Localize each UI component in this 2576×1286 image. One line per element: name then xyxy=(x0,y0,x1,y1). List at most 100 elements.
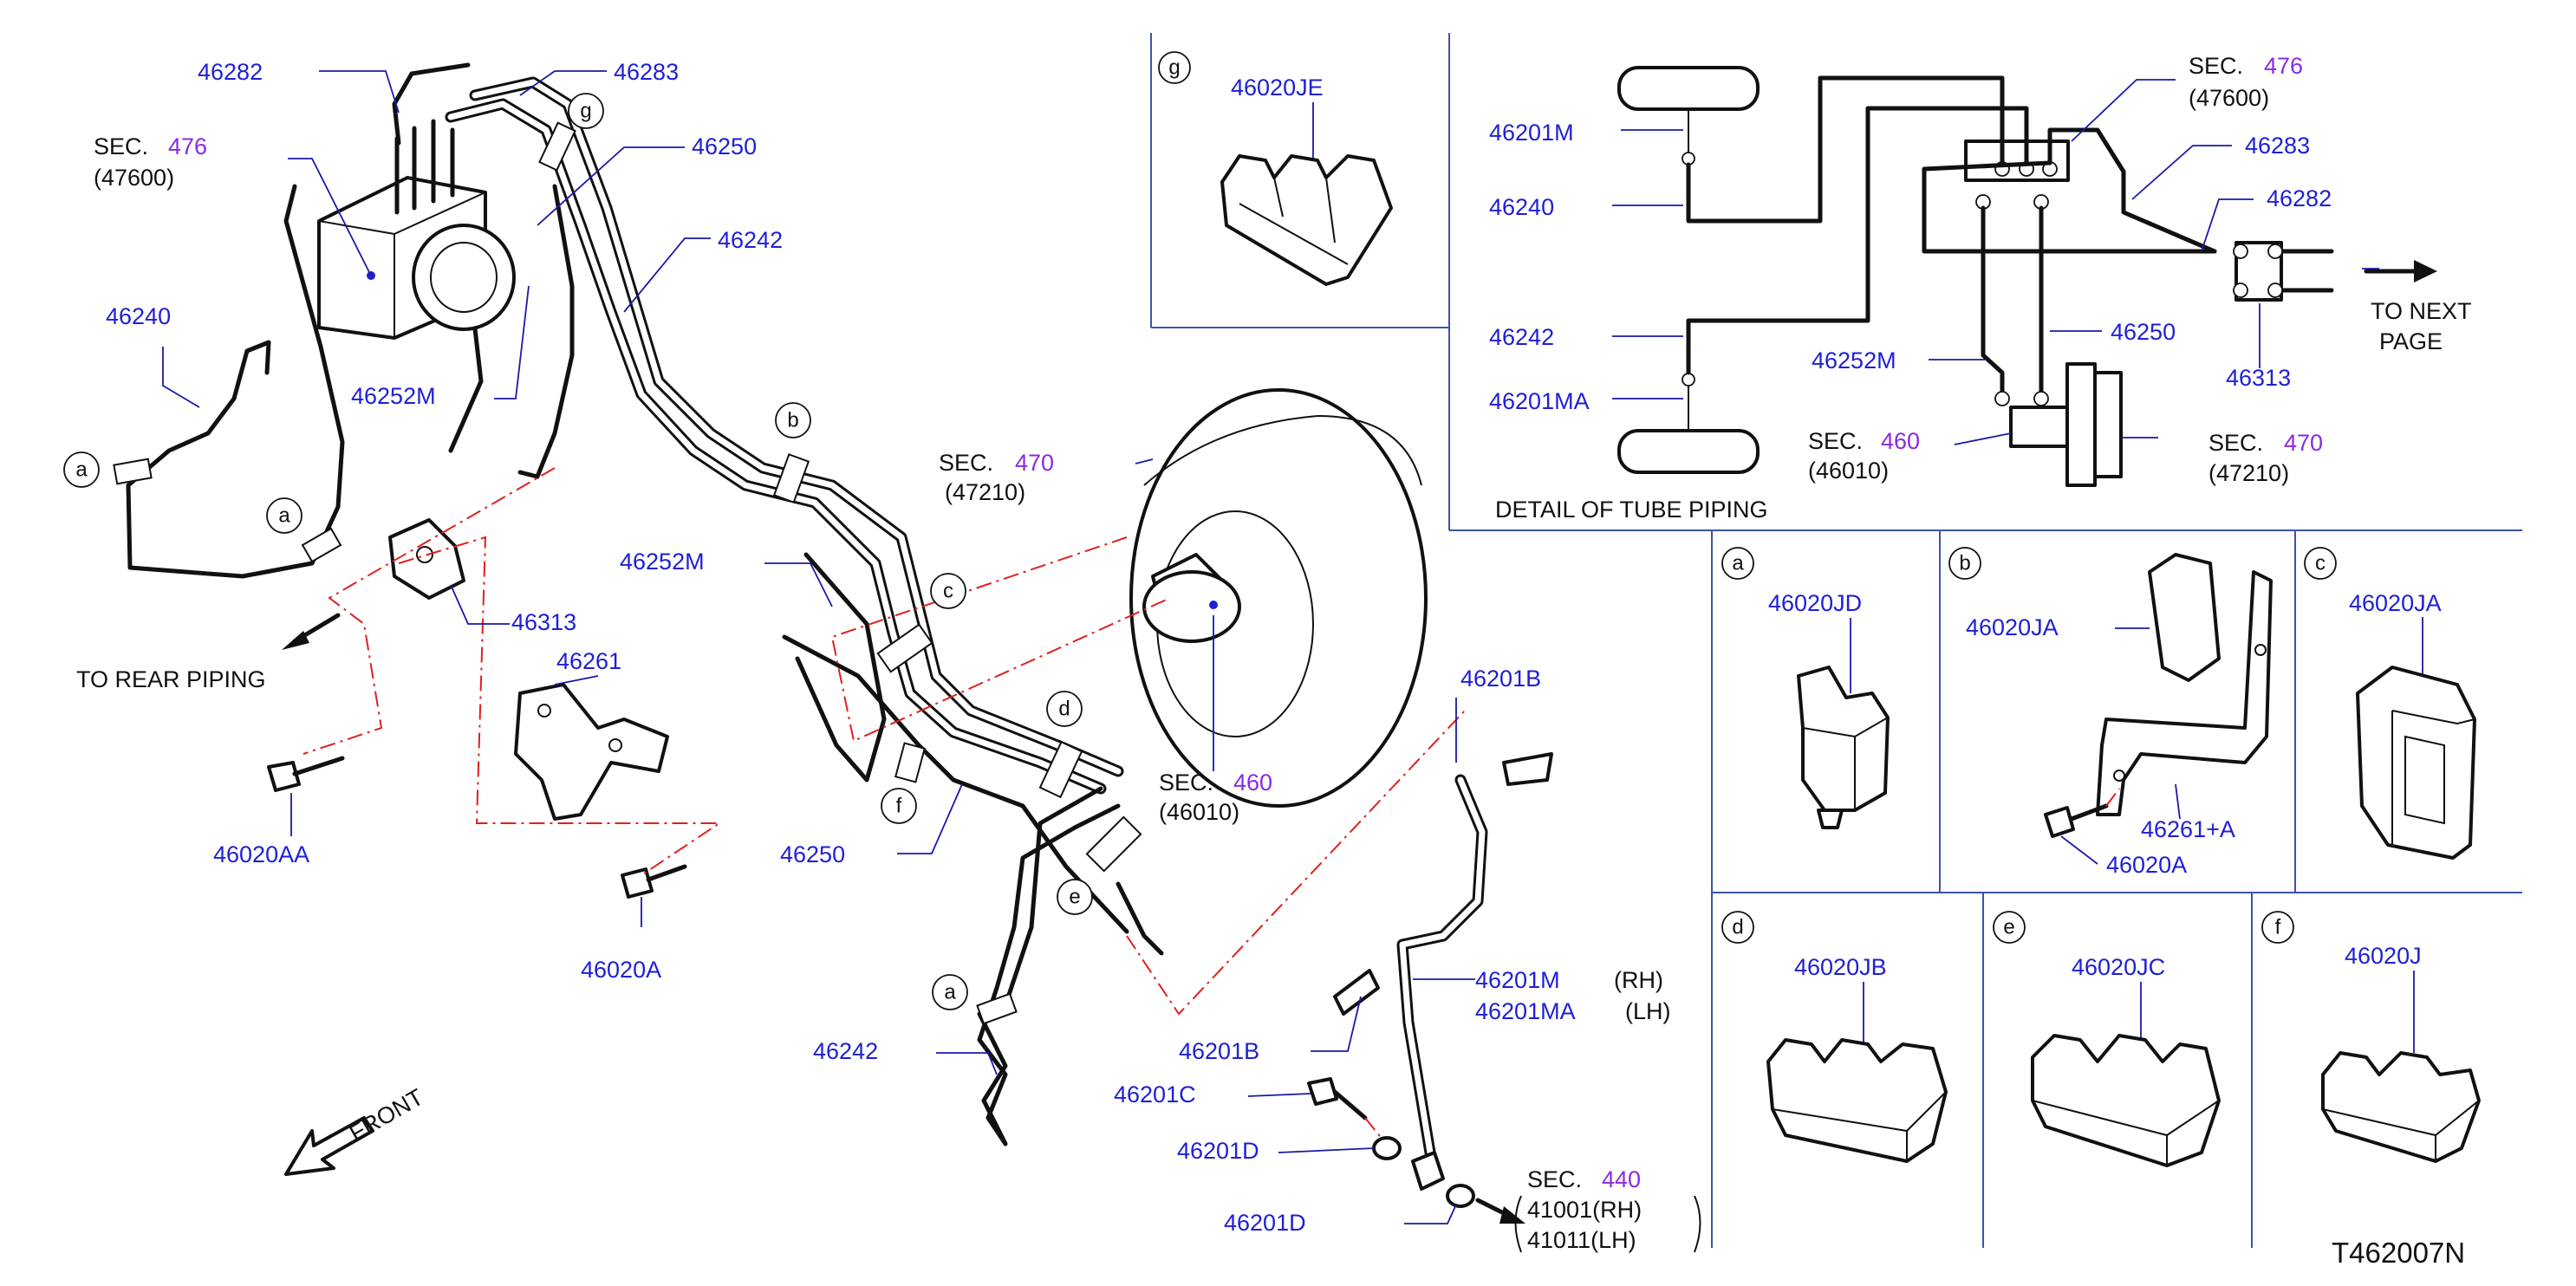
inset-c-bubble xyxy=(2304,547,2337,580)
inset-a-part: 46020JD xyxy=(1768,590,1862,616)
label-46283: 46283 xyxy=(614,59,679,85)
sec476-main-label: SEC. xyxy=(94,133,148,159)
inset-e: e 46020JC xyxy=(1993,911,2221,1167)
inset-b-bubble xyxy=(1948,547,1981,580)
diagram-code: T462007N xyxy=(2332,1237,2465,1269)
joint-46313 xyxy=(388,518,465,600)
inset-b-letter: b xyxy=(1959,552,1970,575)
inset-d: d 46020JB xyxy=(1721,911,1948,1163)
label-46242-top: 46242 xyxy=(718,227,783,253)
inset-f-part: 46020J xyxy=(2345,943,2422,969)
label-lh: (LH) xyxy=(1625,998,1671,1024)
label-46020a: 46020A xyxy=(581,957,661,983)
tube-clips xyxy=(113,121,1142,1025)
sec440-arrow xyxy=(1475,1198,1525,1224)
callout-a-bottom-text: a xyxy=(944,981,956,1004)
detail-46242: 46242 xyxy=(1489,324,1554,350)
front-label: FRONT xyxy=(345,1084,428,1146)
inset-d-letter: d xyxy=(1732,916,1743,939)
inset-a: a 46020JD xyxy=(1721,547,1890,829)
detail-sec470-sub: (47210) xyxy=(2208,460,2289,486)
inset-a-letter: a xyxy=(1732,552,1744,575)
callout-e xyxy=(1057,879,1093,915)
detail-46250: 46250 xyxy=(2111,319,2176,345)
bolt-46020A xyxy=(621,864,687,899)
callout-d xyxy=(1046,691,1083,727)
inset-e-part: 46020JC xyxy=(2072,954,2165,980)
detail-46240: 46240 xyxy=(1489,194,1554,220)
callout-c xyxy=(930,573,966,609)
to-rear-piping: TO REAR PIPING xyxy=(76,666,266,692)
inset-g-letter: g xyxy=(1168,56,1180,80)
inset-c-letter: c xyxy=(2315,552,2326,575)
section-refs: SEC. 476 (47600) SEC. 470 (47210) SEC. 4… xyxy=(94,133,1701,1253)
detail-caption: DETAIL OF TUBE PIPING xyxy=(1495,497,1768,523)
label-46201d-1: 46201D xyxy=(1177,1138,1259,1164)
callout-a-mid-text: a xyxy=(278,504,290,528)
bolt-46020AA xyxy=(267,756,345,792)
inset-f-bubble xyxy=(2261,911,2294,944)
sec476-main-num: 476 xyxy=(168,133,207,159)
detail-sec470-num: 470 xyxy=(2284,430,2323,456)
callout-a-bottom xyxy=(932,974,968,1010)
detail-46283: 46283 xyxy=(2245,133,2310,159)
hose-clip-bottom xyxy=(1333,969,1380,1016)
callout-d-text: d xyxy=(1058,698,1070,721)
detail-46201m: 46201M xyxy=(1489,120,1574,146)
front-arrow xyxy=(284,1116,374,1176)
sec440-sub-rh: 41001(RH) xyxy=(1527,1197,1642,1223)
label-46201c: 46201C xyxy=(1114,1081,1196,1107)
callout-c-text: c xyxy=(943,580,953,603)
callout-bubbles: a a b c d e f a g xyxy=(63,93,1093,1010)
inset-c-part: 46020JA xyxy=(2349,590,2442,616)
detail-46201ma: 46201MA xyxy=(1489,388,1590,414)
label-46201b-top: 46201B xyxy=(1460,666,1541,692)
detail-46313: 46313 xyxy=(2226,365,2291,391)
detail-sec460-num: 460 xyxy=(1881,428,1920,454)
label-46240: 46240 xyxy=(106,303,171,329)
bolt-46201C xyxy=(1307,1077,1368,1120)
detail-tube-piping xyxy=(1612,66,2437,487)
label-46201m: 46201M xyxy=(1475,967,1560,993)
label-46252m-top: 46252M xyxy=(351,383,436,409)
washers xyxy=(1372,1136,1475,1208)
label-46252m-mid: 46252M xyxy=(620,549,705,575)
notes: TO REAR PIPING FRONT xyxy=(76,666,428,1146)
detail-46252m: 46252M xyxy=(1812,347,1896,373)
inset-c: c 46020JA xyxy=(2304,547,2476,860)
inset-frames xyxy=(1150,33,2522,1248)
inset-b-part3: 46020A xyxy=(2106,852,2187,878)
callout-a-left-text: a xyxy=(75,458,88,482)
callout-a-left xyxy=(63,451,100,488)
detail-labels: 46201M 46240 46242 46201MA SEC. 476 (476… xyxy=(1489,53,2472,523)
label-46242-bottom: 46242 xyxy=(813,1038,878,1064)
main-labels: 46282 46283 46250 46242 46240 46252M 463… xyxy=(106,59,1671,1236)
sec440-label: SEC. xyxy=(1527,1166,1582,1192)
abs-actuator xyxy=(317,119,516,340)
booster-center-dot xyxy=(1209,601,1218,609)
detail-page: PAGE xyxy=(2379,328,2443,354)
label-46250-mid: 46250 xyxy=(780,841,845,867)
label-46020aa: 46020AA xyxy=(213,841,309,867)
callout-f-text: f xyxy=(896,795,902,818)
bracket-46261 xyxy=(514,683,669,821)
inset-d-part: 46020JB xyxy=(1794,954,1887,980)
label-46261: 46261 xyxy=(556,648,621,674)
hose-clip-top xyxy=(1502,752,1553,786)
leader-lines xyxy=(162,70,1475,1224)
label-46201b-bottom: 46201B xyxy=(1179,1038,1259,1064)
detail-sec476-sub: (47600) xyxy=(2189,85,2269,111)
inset-g-part: 46020JE xyxy=(1231,75,1324,101)
detail-sec476-label: SEC. xyxy=(2189,53,2243,79)
detail-sec470-label: SEC. xyxy=(2208,430,2263,456)
sec470-main-num: 470 xyxy=(1015,450,1054,476)
sec476-main-sub: (47600) xyxy=(94,165,174,191)
callout-g xyxy=(568,93,604,129)
label-46313: 46313 xyxy=(511,609,576,635)
detail-46282: 46282 xyxy=(2267,185,2332,211)
sec470-main-label: SEC. xyxy=(939,450,993,476)
label-46250-top: 46250 xyxy=(692,133,757,159)
sec440-num: 440 xyxy=(1602,1166,1641,1192)
callout-a-mid xyxy=(266,497,302,534)
